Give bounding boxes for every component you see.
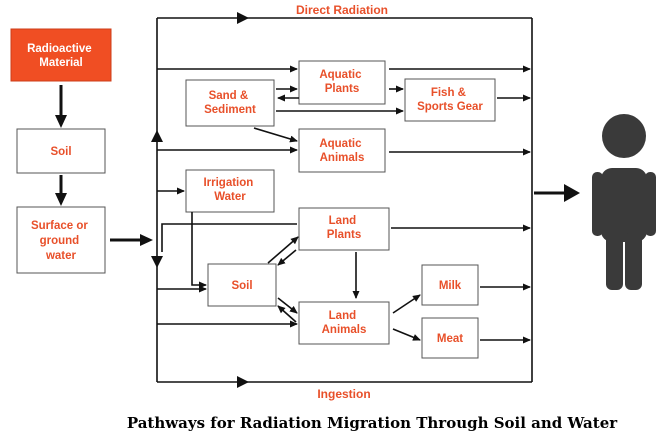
svg-text:Radioactive Material: Radioactive Material: [27, 43, 95, 69]
arrow-land-animals-to-soil: [277, 305, 297, 323]
svg-text:Land Plants: Land Plants: [327, 215, 362, 241]
arrow-irrigation-to-soil: [191, 212, 207, 289]
connections: [157, 65, 531, 344]
svg-text:Milk: Milk: [439, 280, 462, 292]
svg-text:Sand & Sediment: Sand & Sediment: [204, 90, 256, 116]
direct-radiation-label: Direct Radiation: [296, 3, 388, 17]
arrow-soil-to-land-animals: [277, 297, 298, 314]
direct-radiation-arrowhead: [237, 12, 249, 24]
svg-text:Soil: Soil: [231, 280, 252, 292]
arrow-sand-to-aquatic-animals: [253, 127, 298, 143]
svg-text:Meat: Meat: [437, 333, 463, 345]
figure-caption: Pathways for Radiation Migration Through…: [127, 414, 618, 432]
svg-text:Land Animals: Land Animals: [322, 310, 367, 336]
node-soil-left: Soil: [16, 128, 106, 174]
main-frame: [156, 17, 533, 383]
svg-text:Aquatic Plants: Aquatic Plants: [319, 69, 364, 95]
node-aquatic-animals: Aquatic Animals: [298, 128, 386, 173]
frame-up-arrowhead: [151, 130, 163, 142]
node-soil-inner: Soil: [207, 263, 277, 307]
frame-down-arrowhead: [151, 256, 163, 268]
frame-direction-arrows: [151, 12, 249, 388]
svg-text:Fish & Sports Gear: Fish & Sports Gear: [417, 87, 483, 113]
node-fish-sports-gear: Fish & Sports Gear: [404, 78, 496, 122]
arrow-land-animals-to-meat: [392, 328, 421, 341]
svg-text:Soil: Soil: [50, 146, 71, 158]
ingestion-arrowhead: [237, 376, 249, 388]
arrow-soil-to-land-plants: [267, 236, 299, 264]
svg-text:Irrigation Water: Irrigation Water: [203, 177, 256, 203]
frame-branch-land: [161, 223, 297, 252]
node-radioactive-material: Radioactive Material: [10, 28, 112, 82]
node-milk: Milk: [421, 264, 479, 306]
arrow-land-animals-to-milk: [392, 294, 421, 314]
svg-text:Surface or ground: Surface or ground water: [31, 220, 91, 262]
person-icon: [592, 114, 656, 290]
ingestion-label: Ingestion: [317, 387, 370, 401]
node-sand-sediment: Sand & Sediment: [185, 79, 275, 127]
node-irrigation-water: Irrigation Water: [185, 169, 275, 213]
node-meat: Meat: [421, 317, 479, 359]
arrow-land-plants-to-soil: [277, 249, 297, 266]
node-surface-water: Surface or ground water: [16, 206, 106, 274]
node-land-animals: Land Animals: [298, 301, 390, 345]
node-land-plants: Land Plants: [298, 207, 390, 251]
node-aquatic-plants: Aquatic Plants: [298, 60, 386, 105]
svg-text:Aquatic Animals: Aquatic Animals: [319, 138, 364, 164]
